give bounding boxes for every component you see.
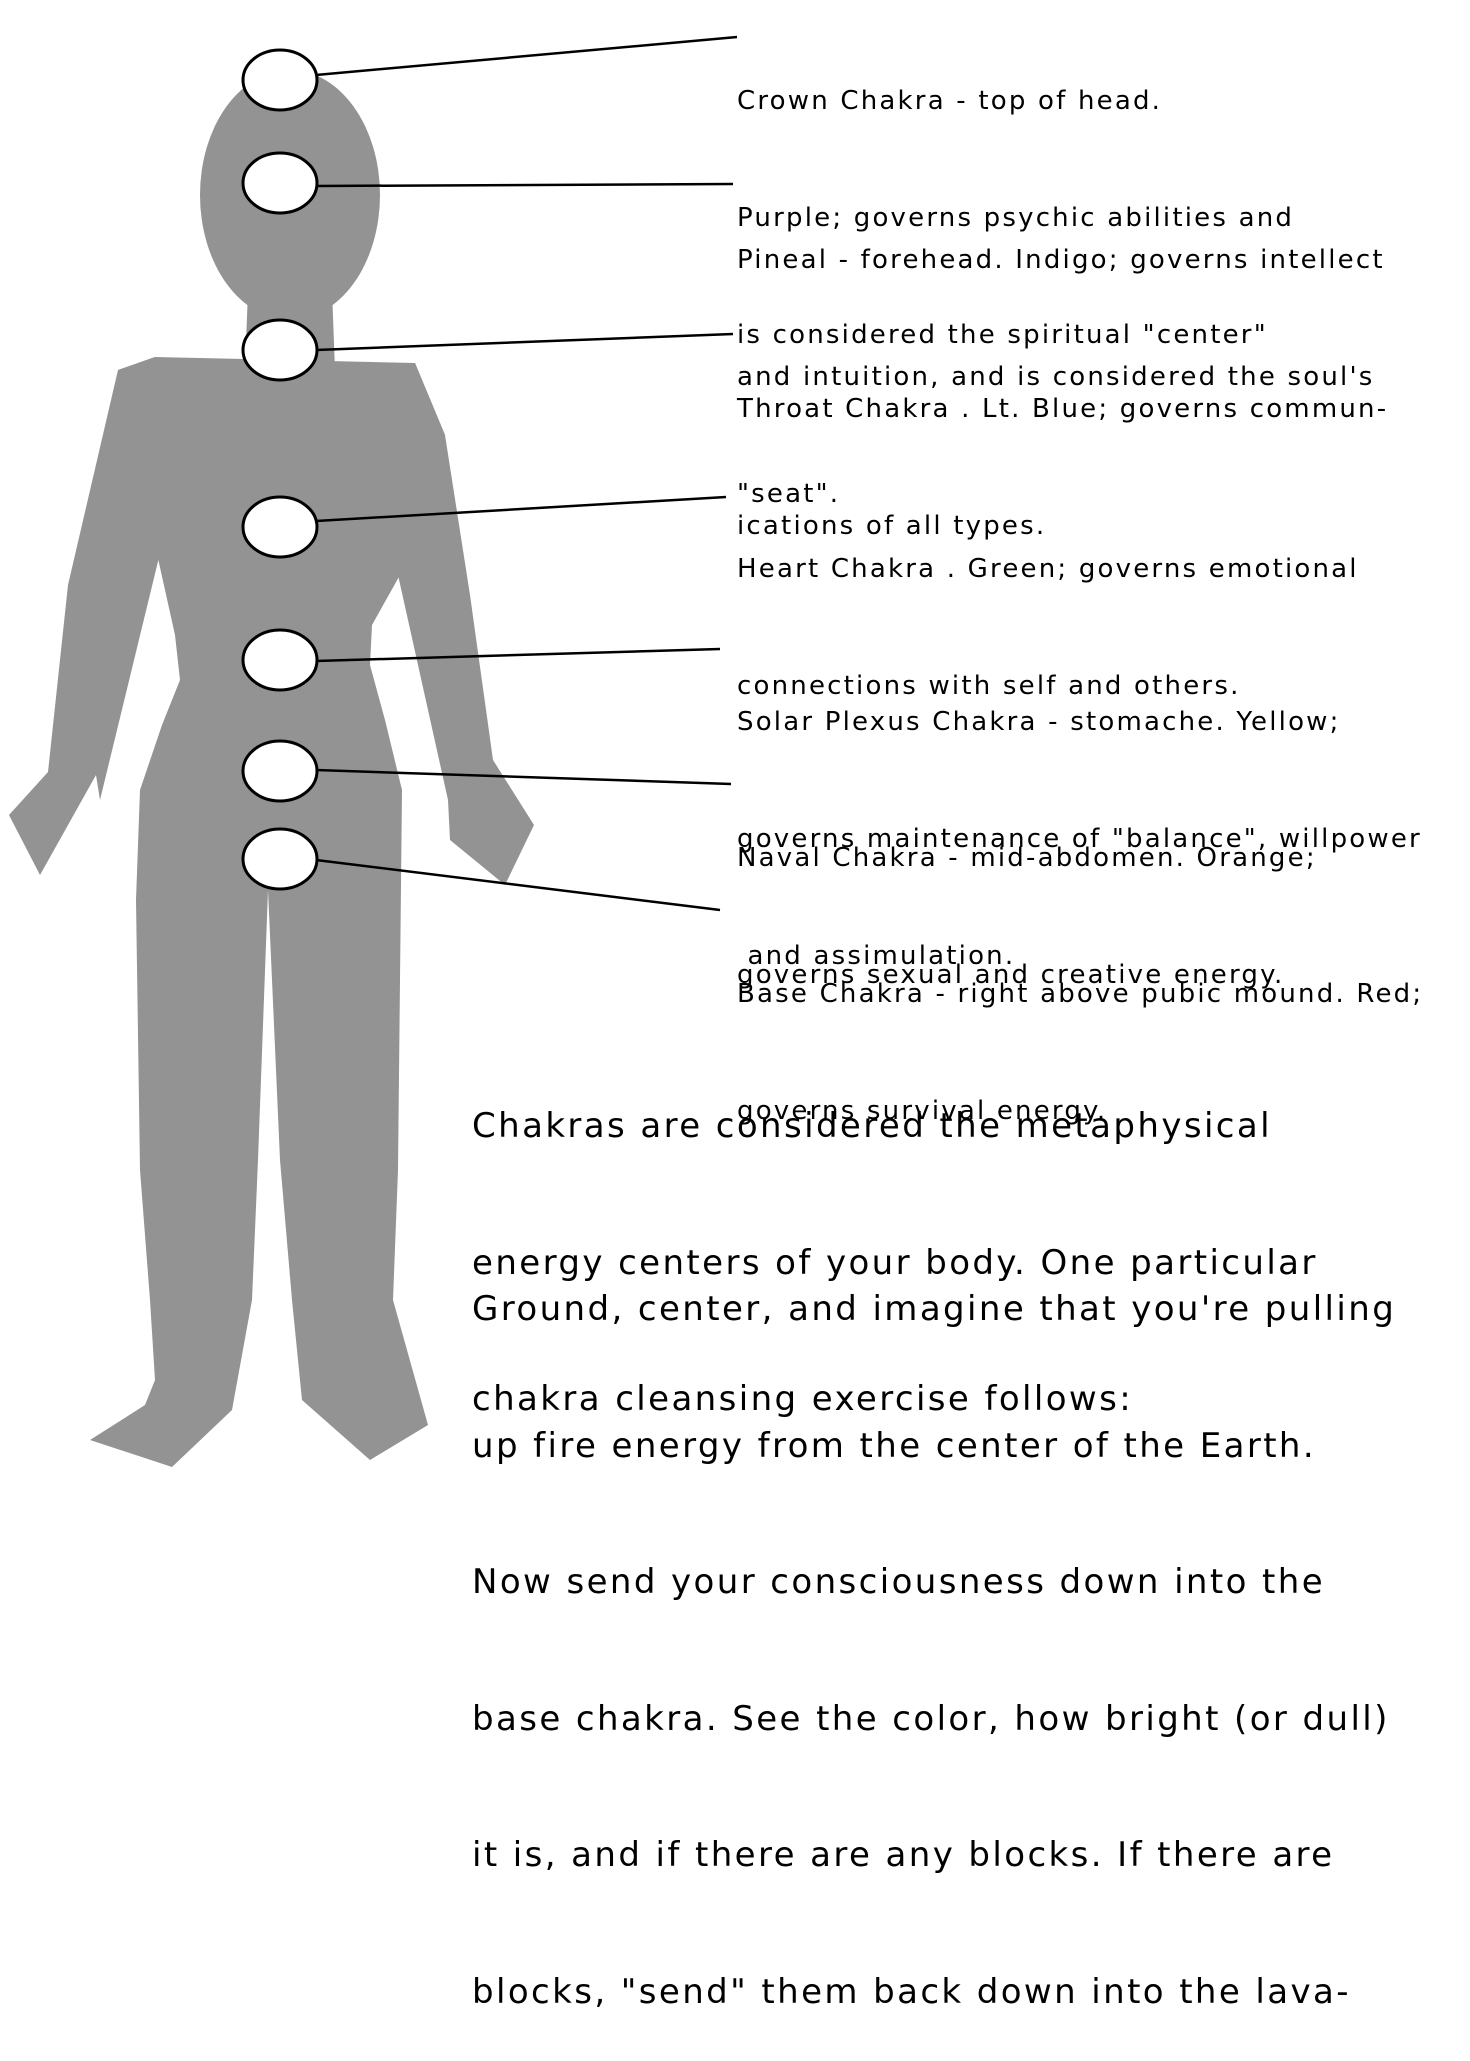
label-line: Heart Chakra . Green; governs emotional (737, 550, 1359, 589)
paragraph-line: Now send your consciousness down into th… (472, 1560, 1396, 1606)
label-line: Crown Chakra - top of head. (737, 82, 1294, 121)
label-line: Solar Plexus Chakra - stomache. Yellow; (737, 703, 1422, 742)
paragraph-line: blocks, "send" them back down into the l… (472, 1970, 1396, 2016)
label-line: Throat Chakra . Lt. Blue; governs commun… (737, 390, 1388, 429)
chakra-base (243, 829, 317, 889)
exercise-paragraph: Ground, center, and imagine that you're … (472, 1196, 1396, 2061)
paragraph-line: it is, and if there are any blocks. If t… (472, 1833, 1396, 1879)
label-line: Base Chakra - right above pubic mound. R… (737, 975, 1423, 1014)
leader-line-throat (316, 334, 733, 350)
paragraph-line: up fire energy from the center of the Ea… (472, 1424, 1396, 1470)
chakra-solar (243, 630, 317, 690)
chakra-heart (243, 497, 317, 557)
paragraph-line: Chakras are considered the metaphysical (472, 1104, 1318, 1150)
chakra-naval (243, 741, 317, 801)
chakra-pineal (243, 153, 317, 213)
label-line: Naval Chakra - mid-abdomen. Orange; (737, 839, 1317, 878)
leader-line-solar (316, 649, 720, 661)
label-line: Pineal - forehead. Indigo; governs intel… (737, 241, 1385, 280)
silhouette-left-arm (9, 357, 162, 875)
leader-line-crown (316, 37, 737, 75)
chakra-crown (243, 50, 317, 110)
chakra-throat (243, 320, 317, 380)
silhouette-right-arm (398, 363, 534, 885)
paragraph-line: base chakra. See the color, how bright (… (472, 1697, 1396, 1743)
paragraph-line: Ground, center, and imagine that you're … (472, 1287, 1396, 1333)
